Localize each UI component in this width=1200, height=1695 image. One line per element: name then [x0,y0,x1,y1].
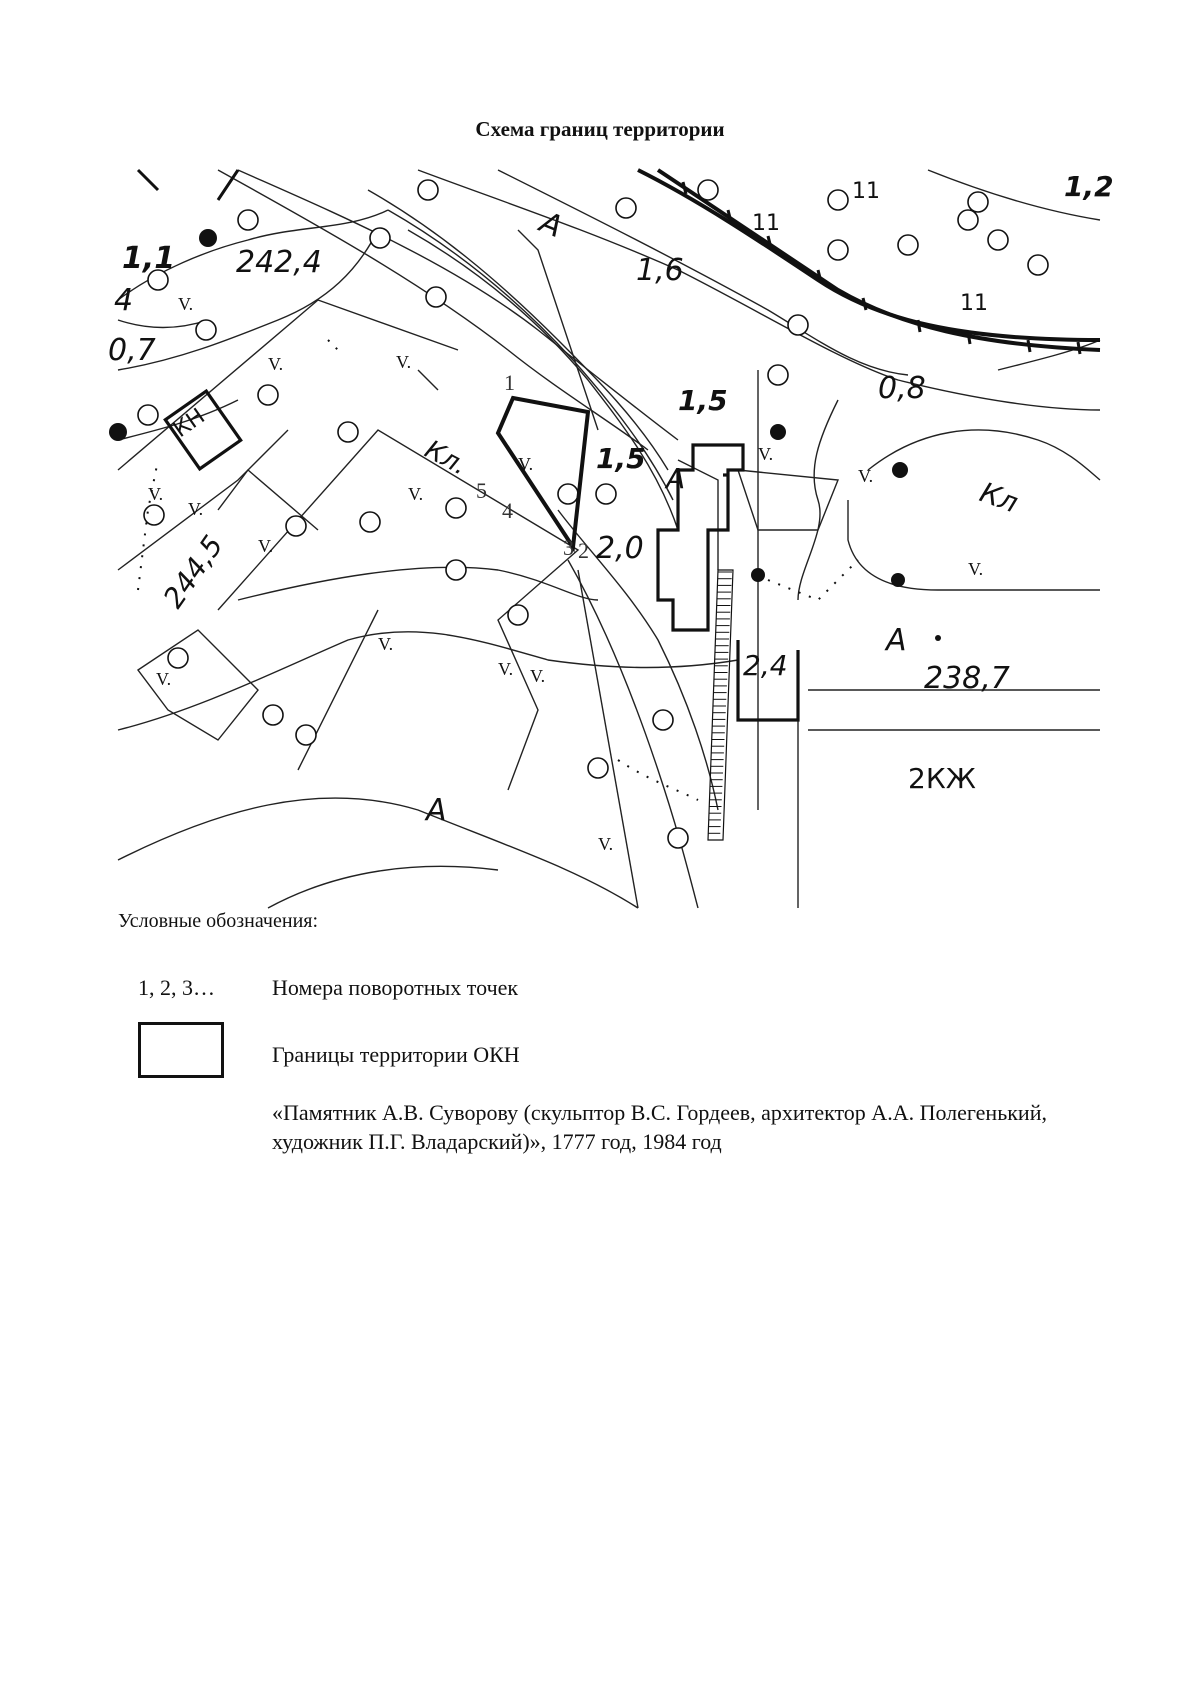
vegetation-mark-15: V. [188,499,203,519]
vegetation-mark-4: V. [408,484,423,504]
label-kl-right: Кл [976,476,1023,520]
label-contour-a-right: А [884,623,907,658]
tree-symbol-33 [137,404,159,426]
label-0-7: 0,7 [108,333,156,368]
label-11-c: 11 [960,291,988,316]
tree-symbol-26 [587,757,609,779]
tree-symbol-6 [987,229,1009,251]
tree-symbol-16 [359,511,381,533]
hatch-marks [136,168,1082,355]
label-1-1: 1,1 [122,241,175,276]
tree-symbol-28 [767,364,789,386]
label-kl-left: Кл. [420,435,472,482]
legend-points-text: Номера поворотных точек [272,975,519,1000]
label-11-a: 11 [852,179,880,204]
tree-symbol-2 [369,227,391,249]
tree-symbol-3 [615,197,637,219]
vegetation-mark-1: V. [268,354,283,374]
buildings [163,388,800,722]
label-contour-a-bottom: А [424,793,447,828]
label-11-b: 11 [752,211,780,236]
road-edges [637,168,1101,352]
turning-point-5: 5 [476,478,487,503]
vegetation-mark-11: V. [498,659,513,679]
filled-points [109,229,941,641]
tree-symbol-32 [827,189,849,211]
vegetation-mark-5: V. [148,484,163,504]
tree-symbol-4 [827,239,849,261]
turning-point-3: 3 [563,535,574,560]
tree-symbol-25 [667,827,689,849]
tree-symbol-19 [285,515,307,537]
vegetation-mark-9: V. [968,559,983,579]
tree-symbol-11 [195,319,217,341]
turning-point-4: 4 [502,498,513,523]
label-2kzh: 2КЖ [908,762,976,795]
map-linework [117,169,1101,909]
vegetation-mark-7: V. [758,444,773,464]
vegetation-mark-8: V. [858,466,873,486]
tree-symbol-13 [337,421,359,443]
label-0-8: 0,8 [878,371,926,406]
legend-boundary-swatch [138,1022,224,1078]
tree-symbol-24 [295,724,317,746]
vegetation-mark-2: V. [396,352,411,372]
tree-symbol-9 [787,314,809,336]
tree-symbol-21 [507,604,529,626]
legend-boundary-text: Границы территории ОКН [272,1042,520,1067]
tree-symbol-30 [967,191,989,213]
turning-point-2: 2 [578,538,589,563]
turning-point-numbers: 1 2 3 4 5 [476,370,589,563]
label-2-4: 2,4 [743,649,788,682]
tree-symbol-23 [262,704,284,726]
vegetation-mark-0: V. [178,294,193,314]
tree-symbol-14 [557,483,579,505]
tree-symbol-12 [257,384,279,406]
label-238-7: 238,7 [924,661,1010,696]
tree-symbol-22 [167,647,189,669]
tree-symbol-0 [417,179,439,201]
page-title: Схема границ территории [475,117,725,141]
vegetation-mark-6: V. [258,536,273,556]
turning-point-1: 1 [504,370,515,395]
boundary-map: 1 2 3 4 5 А 1,6 1,1 242,4 4 0,7 244,5 Кл… [108,168,1114,909]
staircase [707,569,734,841]
label-contour-a-mid: А [664,462,685,495]
tree-symbol-15 [445,497,467,519]
label-kn: КН [169,404,210,443]
label-4: 4 [114,283,133,318]
legend-heading: Условные обозначения: [118,910,319,932]
label-contour-a-top: А [533,204,567,245]
tree-symbol-18 [445,559,467,581]
tree-symbol-8 [425,286,447,308]
label-242-4: 242,4 [236,245,322,280]
vegetation-mark-12: V. [156,669,171,689]
label-1-5-b: 1,5 [596,442,646,475]
vegetation-mark-14: V. [598,834,613,854]
dotted-paths [137,339,859,801]
tree-symbol-17 [595,483,617,505]
tree-symbol-27 [652,709,674,731]
label-2-0: 2,0 [596,531,644,566]
label-1-5-a: 1,5 [678,384,728,417]
label-1-6: 1,6 [636,253,684,288]
tree-symbol-1 [237,209,259,231]
vegetation-mark-10: V. [378,634,393,654]
okn-boundary [495,395,591,553]
tree-symbol-20 [143,504,165,526]
vegetation-mark-13: V. [530,666,545,686]
tree-symbol-10 [1027,254,1049,276]
legend-points-sample: 1, 2, 3… [138,975,215,1000]
tree-symbol-5 [957,209,979,231]
legend-object-description: «Памятник А.В. Суворову (скульптор В.С. … [272,1100,1047,1154]
label-244-5: 244,5 [157,529,230,614]
tree-symbol-31 [897,234,919,256]
label-1-2: 1,2 [1064,170,1114,203]
tree-symbol-7 [147,269,169,291]
tree-symbol-29 [697,179,719,201]
vegetation-mark-3: V. [518,454,533,474]
